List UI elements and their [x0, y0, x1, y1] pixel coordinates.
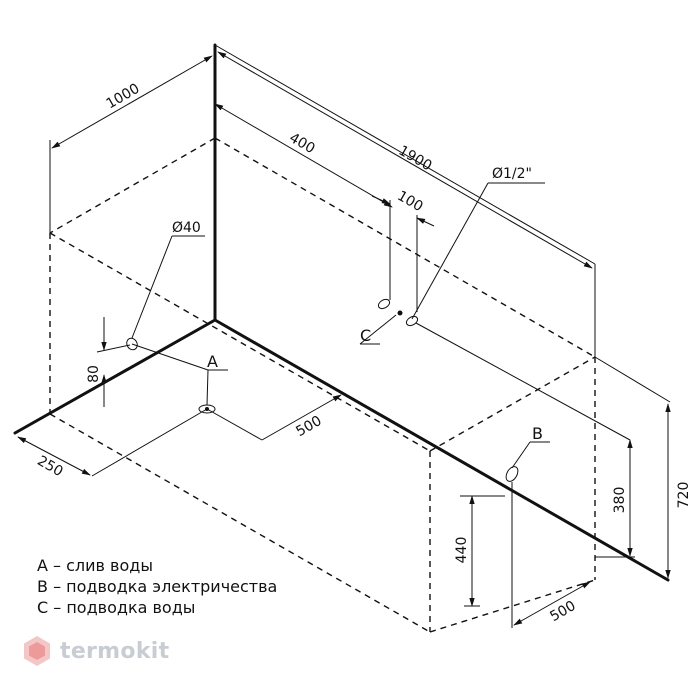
dim-400-label: 400 [286, 130, 317, 157]
dimension-400: 400 [214, 103, 393, 208]
dim-500-floor-label: 500 [293, 413, 324, 440]
legend: A – слив воды B – подводка электричества… [37, 555, 277, 618]
wall-back-floor-line [213, 318, 670, 582]
dim-250-label: 250 [34, 453, 65, 480]
legend-item-a: A – слив воды [37, 556, 153, 575]
tub-top-front-edge [49, 232, 431, 452]
wall-side-floor-line [13, 318, 217, 435]
tub-top-back-edge [214, 137, 596, 358]
electric-outlet-icon [505, 466, 519, 482]
tub-top-side-edge [49, 137, 216, 234]
dimension-250: 250 [17, 408, 208, 480]
drain-fittings: Ø40 A [126, 220, 228, 414]
brand-name: termokit [60, 638, 170, 664]
dimension-80: 80 [86, 317, 131, 407]
legend-item-c: C – подводка воды [37, 598, 196, 617]
dim-440-label: 440 [454, 537, 470, 564]
dimension-1000: 1000 [49, 45, 216, 233]
dim-1900-label: 1900 [396, 143, 435, 175]
drain-diameter-label: Ø40 [172, 220, 201, 236]
brand-logo: termokit [22, 634, 169, 668]
legend-item-b: B – подводка электричества [37, 577, 278, 596]
tub-bottom-front-edge [49, 413, 431, 633]
overflow-hole-icon [126, 337, 138, 351]
dim-100-label: 100 [394, 188, 425, 215]
electric-connection: B [505, 424, 550, 482]
water-inlet-cold [377, 298, 391, 310]
dimension-720: 720 [594, 356, 692, 579]
dimension-100: 100 [371, 188, 435, 312]
dimension-500-floor: 500 [206, 394, 342, 441]
dim-80-label: 80 [86, 365, 102, 383]
pipe-diameter-label: Ø1/2" [492, 166, 532, 182]
dim-380-label: 380 [612, 487, 628, 514]
walls [13, 43, 670, 582]
marker-c: C [360, 326, 371, 345]
marker-b: B [532, 424, 543, 443]
dimension-380: 380 [415, 322, 635, 558]
water-inlet-hot [405, 315, 419, 327]
marker-a: A [207, 352, 218, 371]
dimension-440: 440 [454, 495, 505, 607]
dim-720-label: 720 [676, 482, 692, 509]
dim-500-right-label: 500 [547, 598, 578, 625]
dimension-500-right: 500 [511, 482, 591, 628]
tub-top-right-edge [429, 356, 596, 452]
termokit-logo-icon [24, 636, 50, 666]
water-inlets: Ø1/2" C [359, 166, 545, 345]
